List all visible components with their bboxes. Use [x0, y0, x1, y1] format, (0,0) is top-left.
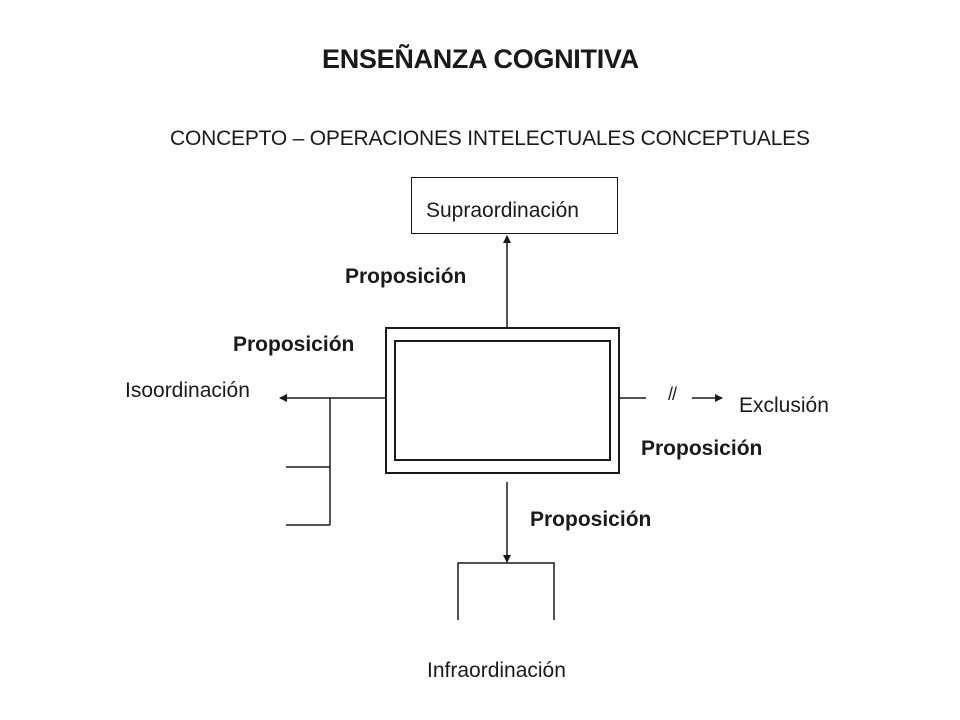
supraordination-label: Supraordinación: [426, 199, 579, 222]
proposition-label-left: Proposición: [233, 333, 355, 356]
isoordination-label: Isoordinación: [125, 379, 250, 402]
concept-box-inner: [394, 340, 611, 461]
exclusion-mark: //: [668, 384, 677, 404]
concept-box-outer: [385, 327, 620, 474]
diagram-subtitle: CONCEPTO – OPERACIONES INTELECTUALES CON…: [170, 127, 810, 150]
supraordination-box: [411, 177, 618, 234]
proposition-label-top: Proposición: [345, 265, 467, 288]
proposition-label-right: Proposición: [641, 437, 763, 460]
exclusion-label: Exclusión: [739, 394, 829, 417]
proposition-label-bottom: Proposición: [530, 508, 652, 531]
infraordination-label: Infraordinación: [427, 659, 566, 682]
page-title: ENSEÑANZA COGNITIVA: [322, 44, 639, 74]
infraordination-bracket: [457, 562, 555, 620]
